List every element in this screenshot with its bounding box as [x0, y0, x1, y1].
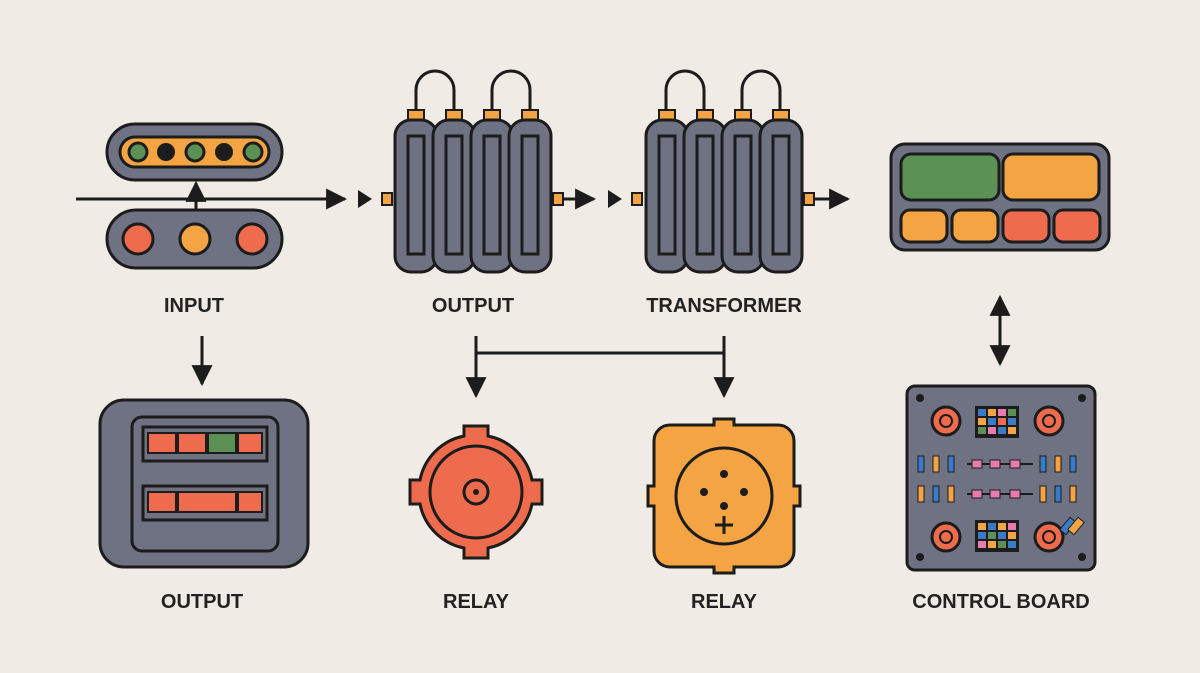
- label-input: INPUT: [164, 295, 224, 317]
- knob-orange: [178, 222, 212, 256]
- input-component: [76, 122, 372, 270]
- board-coil: [1033, 405, 1065, 437]
- display-button: [1001, 208, 1051, 244]
- indicator-light-green: [242, 141, 264, 163]
- transformer-cell: [644, 109, 690, 274]
- connector-loop: [490, 69, 532, 118]
- label-relay-left: RELAY: [443, 591, 510, 613]
- terminal-right: [552, 192, 564, 206]
- board-coil: [930, 405, 962, 437]
- output-capacitor-bank: [381, 69, 622, 274]
- indicator-light-green: [127, 141, 149, 163]
- display-block-orange: [1001, 152, 1101, 202]
- label-control-board: CONTROL BOARD: [912, 591, 1089, 613]
- cap-cell: [469, 109, 515, 274]
- cap-cell: [393, 109, 439, 274]
- tool-clip: [1059, 516, 1085, 536]
- transformer-cell: [720, 109, 766, 274]
- output-bar-top: [141, 425, 269, 463]
- connector-loop: [414, 69, 456, 118]
- knob-coral: [121, 222, 155, 256]
- board-coil: [930, 521, 962, 553]
- knob-coral: [235, 222, 269, 256]
- terminal-left: [631, 192, 643, 206]
- cap-cell: [431, 109, 477, 274]
- mount-hole: [916, 394, 924, 402]
- indicator-light-black: [157, 143, 175, 161]
- display-panel: [889, 142, 1111, 252]
- mount-hole: [916, 553, 924, 561]
- component-row: [917, 485, 1077, 503]
- chip-grid: [975, 520, 1019, 552]
- control-board-component: [905, 384, 1097, 572]
- component-row: [917, 455, 1077, 473]
- label-transformer: TRANSFORMER: [646, 295, 802, 317]
- label-output-top: OUTPUT: [432, 295, 514, 317]
- transformer-component: [631, 69, 851, 274]
- indicator-light-black: [215, 143, 233, 161]
- display-button: [1052, 208, 1102, 244]
- relay-left-component: [408, 424, 544, 560]
- output-bar-bottom: [141, 484, 269, 522]
- label-output-bottom: OUTPUT: [161, 591, 243, 613]
- transformer-cell: [682, 109, 728, 274]
- indicator-light-green: [184, 141, 206, 163]
- output-display-unit: [98, 398, 310, 569]
- chip-grid: [975, 406, 1019, 438]
- mount-hole: [1078, 394, 1086, 402]
- display-button: [899, 208, 949, 244]
- split-connector: [465, 336, 735, 399]
- terminal-right: [803, 192, 815, 206]
- relay-right-component: [646, 417, 802, 575]
- connector-loop: [740, 69, 782, 118]
- terminal-left: [381, 192, 393, 206]
- connector-loop: [664, 69, 706, 118]
- label-relay-right: RELAY: [691, 591, 758, 613]
- transformer-cell: [758, 109, 804, 274]
- display-button: [950, 208, 1000, 244]
- mount-hole: [1078, 553, 1086, 561]
- arrowhead: [608, 190, 622, 208]
- cap-cell: [507, 109, 553, 274]
- board-coil: [1033, 521, 1065, 553]
- display-block-green: [899, 152, 1001, 202]
- arrowhead: [358, 190, 372, 208]
